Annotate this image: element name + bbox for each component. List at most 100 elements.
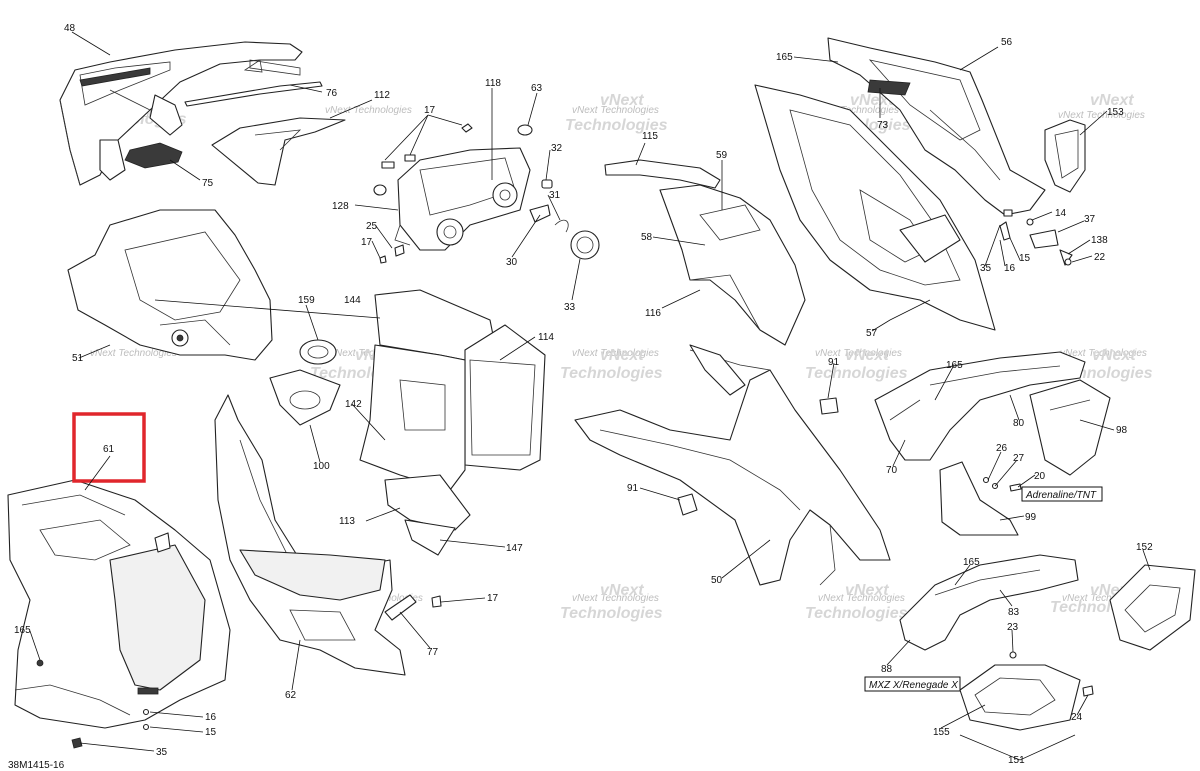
svg-text:MXZ X/Renegade X: MXZ X/Renegade X <box>869 680 958 691</box>
svg-text:73: 73 <box>877 120 889 131</box>
svg-text:vNext: vNext <box>1090 92 1134 109</box>
svg-text:17: 17 <box>424 105 436 116</box>
svg-text:14: 14 <box>1055 208 1067 219</box>
svg-text:138: 138 <box>1091 235 1108 246</box>
svg-text:vNext Technologies: vNext Technologies <box>815 348 902 359</box>
svg-text:16: 16 <box>1004 263 1016 274</box>
part-61-lower-cover <box>7 479 231 749</box>
svg-text:155: 155 <box>933 727 950 738</box>
note-adrenaline: Adrenaline/TNT <box>1021 486 1103 502</box>
svg-text:98: 98 <box>1116 425 1128 436</box>
svg-text:32: 32 <box>551 143 563 154</box>
part-80-upper-panel <box>874 351 1086 461</box>
svg-text:59: 59 <box>716 150 728 161</box>
svg-text:27: 27 <box>1013 453 1025 464</box>
svg-text:vNext Technologies: vNext Technologies <box>330 348 417 359</box>
svg-text:vNext: vNext <box>600 347 644 364</box>
part-112-side-panel <box>211 117 346 186</box>
svg-text:165: 165 <box>14 625 31 636</box>
part-57-side-inner <box>754 84 996 331</box>
highlight-box <box>72 412 146 483</box>
svg-text:62: 62 <box>285 690 297 701</box>
svg-text:142: 142 <box>345 399 362 410</box>
svg-text:15: 15 <box>1019 253 1031 264</box>
svg-text:56: 56 <box>1001 37 1013 48</box>
part-142-panel <box>359 344 466 491</box>
svg-text:61: 61 <box>103 444 115 455</box>
svg-text:16: 16 <box>205 712 217 723</box>
part-114-panel <box>464 324 546 471</box>
svg-text:83: 83 <box>1008 607 1020 618</box>
svg-text:58: 58 <box>641 232 653 243</box>
svg-text:165: 165 <box>946 360 963 371</box>
part-50-side-panel <box>574 344 891 586</box>
svg-text:147: 147 <box>506 543 523 554</box>
svg-text:165: 165 <box>776 52 793 63</box>
drawing-code: 38M1415-16 <box>8 760 65 771</box>
svg-text:116: 116 <box>645 308 661 319</box>
svg-text:152: 152 <box>1136 542 1153 553</box>
small-fasteners-right <box>999 209 1073 266</box>
part-76-trim-strip <box>184 59 323 107</box>
svg-text:Technologies: Technologies <box>565 117 668 134</box>
svg-text:80: 80 <box>1013 418 1025 429</box>
part-151-light <box>959 651 1094 731</box>
svg-text:vNext: vNext <box>600 582 644 599</box>
part-152-light <box>1109 564 1196 651</box>
part-58-side-panel <box>659 184 806 346</box>
part-62-side-panel <box>214 394 442 676</box>
svg-text:77: 77 <box>427 647 439 658</box>
svg-text:112: 112 <box>374 90 390 101</box>
svg-text:vNext Technologies: vNext Technologies <box>572 105 659 116</box>
svg-text:vNext Technologies: vNext Technologies <box>1062 593 1149 604</box>
svg-text:88: 88 <box>881 664 893 675</box>
svg-text:Adrenaline/TNT: Adrenaline/TNT <box>1025 490 1097 501</box>
svg-text:113: 113 <box>339 516 355 527</box>
svg-text:35: 35 <box>980 263 992 274</box>
svg-text:165: 165 <box>963 557 980 568</box>
svg-text:50: 50 <box>711 575 723 586</box>
svg-text:33: 33 <box>564 302 576 313</box>
svg-text:23: 23 <box>1007 622 1019 633</box>
svg-text:25: 25 <box>366 221 378 232</box>
svg-text:26: 26 <box>996 443 1008 454</box>
svg-text:vNext Technologies: vNext Technologies <box>572 593 659 604</box>
svg-text:51: 51 <box>72 353 84 364</box>
svg-text:31: 31 <box>549 190 561 201</box>
part-98-bracket <box>1029 379 1111 476</box>
svg-text:76: 76 <box>326 88 338 99</box>
leader-lines <box>29 31 1151 761</box>
svg-text:17: 17 <box>487 593 499 604</box>
svg-text:99: 99 <box>1025 512 1037 523</box>
svg-text:Technologies: Technologies <box>805 605 908 622</box>
small-fasteners-mid <box>982 476 1022 492</box>
svg-text:vNext Technologies: vNext Technologies <box>325 105 412 116</box>
svg-text:75: 75 <box>202 178 214 189</box>
svg-text:63: 63 <box>531 83 543 94</box>
svg-text:128: 128 <box>332 201 349 212</box>
svg-text:144: 144 <box>344 295 361 306</box>
svg-text:151: 151 <box>1008 755 1025 766</box>
part-100-bezel <box>269 369 341 426</box>
svg-text:vNext Technologies: vNext Technologies <box>812 105 899 116</box>
svg-text:vNext: vNext <box>600 92 644 109</box>
svg-text:153: 153 <box>1107 107 1124 118</box>
svg-text:159: 159 <box>298 295 315 306</box>
part-147-trim <box>404 519 456 556</box>
svg-text:91: 91 <box>828 357 840 368</box>
svg-text:vNext Technologies: vNext Technologies <box>572 348 659 359</box>
svg-text:91: 91 <box>627 483 639 494</box>
part-115-strip <box>604 159 721 189</box>
svg-text:vNext: vNext <box>1092 347 1136 364</box>
svg-text:vNext: vNext <box>845 582 889 599</box>
part-153-bracket <box>1044 119 1086 193</box>
svg-text:114: 114 <box>538 332 554 343</box>
svg-text:Technologies: Technologies <box>560 605 663 622</box>
svg-text:100: 100 <box>313 461 330 472</box>
svg-text:70: 70 <box>886 465 898 476</box>
svg-text:vNext: vNext <box>850 92 894 109</box>
svg-text:118: 118 <box>485 78 501 89</box>
note-mxz: MXZ X/Renegade X <box>864 676 961 692</box>
part-99-bracket <box>939 461 1019 536</box>
svg-text:30: 30 <box>506 257 518 268</box>
